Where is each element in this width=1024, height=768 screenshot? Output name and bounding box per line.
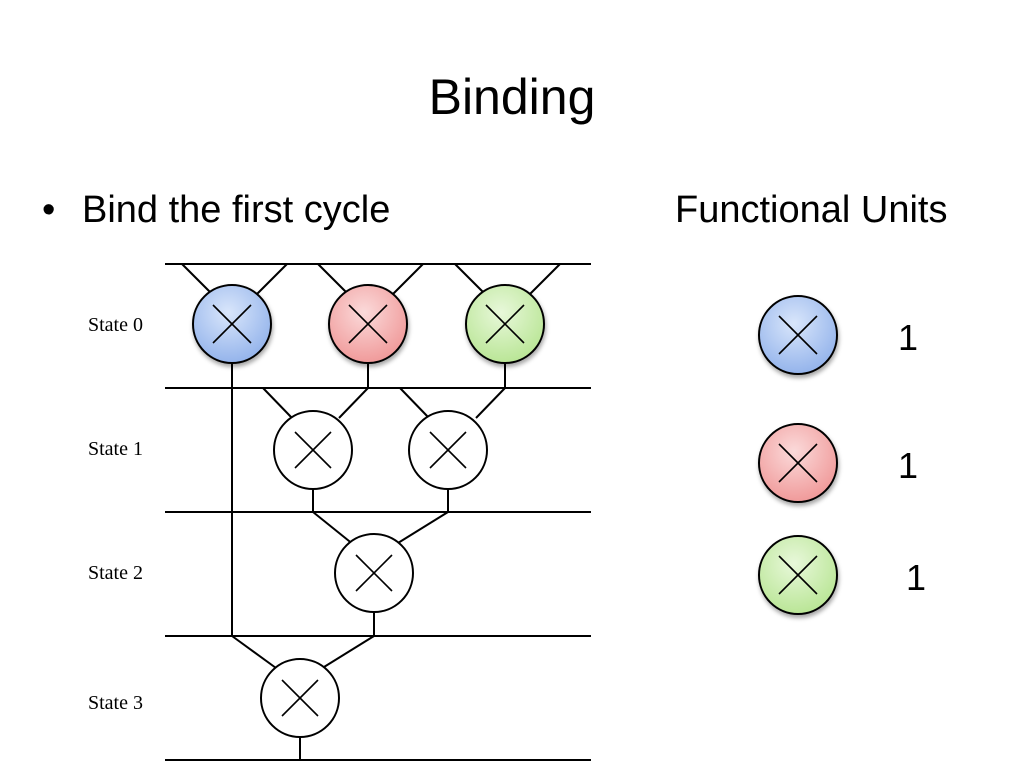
multiply-icon <box>778 555 818 595</box>
multiply-icon <box>355 554 393 592</box>
edge <box>399 387 430 419</box>
edge <box>312 511 355 546</box>
state-label: State 1 <box>88 438 143 460</box>
functional-unit-count-green: 1 <box>906 557 927 598</box>
edge <box>231 635 277 669</box>
bullet-text: Bind the first cycle <box>82 189 391 231</box>
functional-unit-count-blue: 1 <box>898 317 919 358</box>
state-label: State 3 <box>88 692 143 714</box>
multiplier-node-unbound <box>408 410 488 490</box>
edge <box>317 263 351 297</box>
multiply-icon <box>778 315 818 355</box>
edge <box>454 263 488 297</box>
multiply-icon <box>348 304 388 344</box>
bullet-marker: • <box>42 189 56 231</box>
functional-unit-green <box>758 535 838 615</box>
multiply-icon <box>778 443 818 483</box>
functional-unit-count-red: 1 <box>898 445 919 486</box>
multiplier-node-unbound <box>273 410 353 490</box>
edge <box>475 387 506 419</box>
multiplier-node-bound-green <box>465 284 545 364</box>
multiply-icon <box>212 304 252 344</box>
edge <box>338 387 369 419</box>
edge <box>391 263 424 296</box>
edge <box>181 263 215 297</box>
edge <box>397 511 449 544</box>
multiplier-node-bound-blue <box>192 284 272 364</box>
functional-unit-blue <box>758 295 838 375</box>
multiply-icon <box>281 679 319 717</box>
functional-unit-red <box>758 423 838 503</box>
dataflow-edges <box>181 263 561 760</box>
multiplier-node-bound-red <box>328 284 408 364</box>
multiply-icon <box>485 304 525 344</box>
multiply-icon <box>294 431 332 469</box>
slide-title: Binding <box>428 69 596 125</box>
multiply-icon <box>429 431 467 469</box>
bullet-item: • Bind the first cycle <box>42 186 390 234</box>
state-label: State 0 <box>88 314 143 336</box>
state-dividers <box>165 263 591 761</box>
edge <box>255 263 288 296</box>
edge <box>262 387 293 419</box>
edge <box>527 263 561 297</box>
state-label: State 2 <box>88 562 143 584</box>
functional-units-heading: Functional Units <box>675 189 948 231</box>
multiplier-node-unbound <box>334 533 414 613</box>
multiplier-node-unbound <box>260 658 340 738</box>
edge <box>323 635 375 668</box>
